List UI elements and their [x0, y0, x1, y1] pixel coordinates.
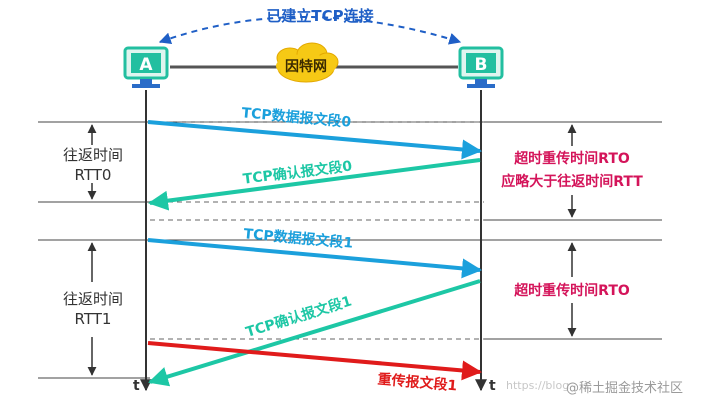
rto1-label-line1: 超时重传时间RTO [513, 282, 630, 299]
host-a-stand [140, 79, 152, 84]
rtt0-label-line1: 往返时间 [63, 146, 123, 164]
connection-arc [158, 16, 462, 45]
time-label-b: t [489, 378, 496, 394]
resend1-arrow [147, 341, 482, 381]
rto0-label-line2: 应略大于往返时间RTT [501, 173, 643, 190]
internet-cloud-icon: 因特网 [276, 42, 339, 83]
data1-arrow [147, 238, 482, 279]
host-b-base [467, 84, 495, 88]
host-a-screen [131, 53, 161, 73]
data1-label: TCP数据报文段1 [243, 225, 354, 252]
resend1-label: 重传报文段1 [377, 371, 458, 395]
ack1-label: TCP确认报文段1 [244, 293, 354, 341]
watermark-brand: @稀土掘金技术社区 [566, 380, 683, 396]
ack1-arrow [148, 279, 481, 387]
rtt1-label-line2: RTT1 [75, 310, 112, 328]
host-b-screen [466, 53, 496, 73]
host-b-stand [475, 79, 487, 84]
connection-label: 已建立TCP连接 [266, 7, 373, 25]
data0-label: TCP数据报文段0 [241, 104, 352, 131]
host-b-label: B [475, 55, 488, 75]
network-label: 因特网 [285, 58, 327, 75]
ack0-arrow [148, 158, 481, 211]
host-a-base [132, 84, 160, 88]
host-a-label: A [139, 55, 153, 75]
rtt1-label-line1: 往返时间 [63, 290, 123, 308]
data0-arrow [147, 120, 482, 160]
rtt0-label-line2: RTT0 [75, 166, 112, 184]
watermark-url: https://blog [506, 379, 569, 392]
rto0-label-line1: 超时重传时间RTO [513, 150, 630, 167]
time-label-a: t [133, 378, 140, 394]
host-a: A [123, 46, 169, 88]
host-b: B [458, 46, 504, 88]
